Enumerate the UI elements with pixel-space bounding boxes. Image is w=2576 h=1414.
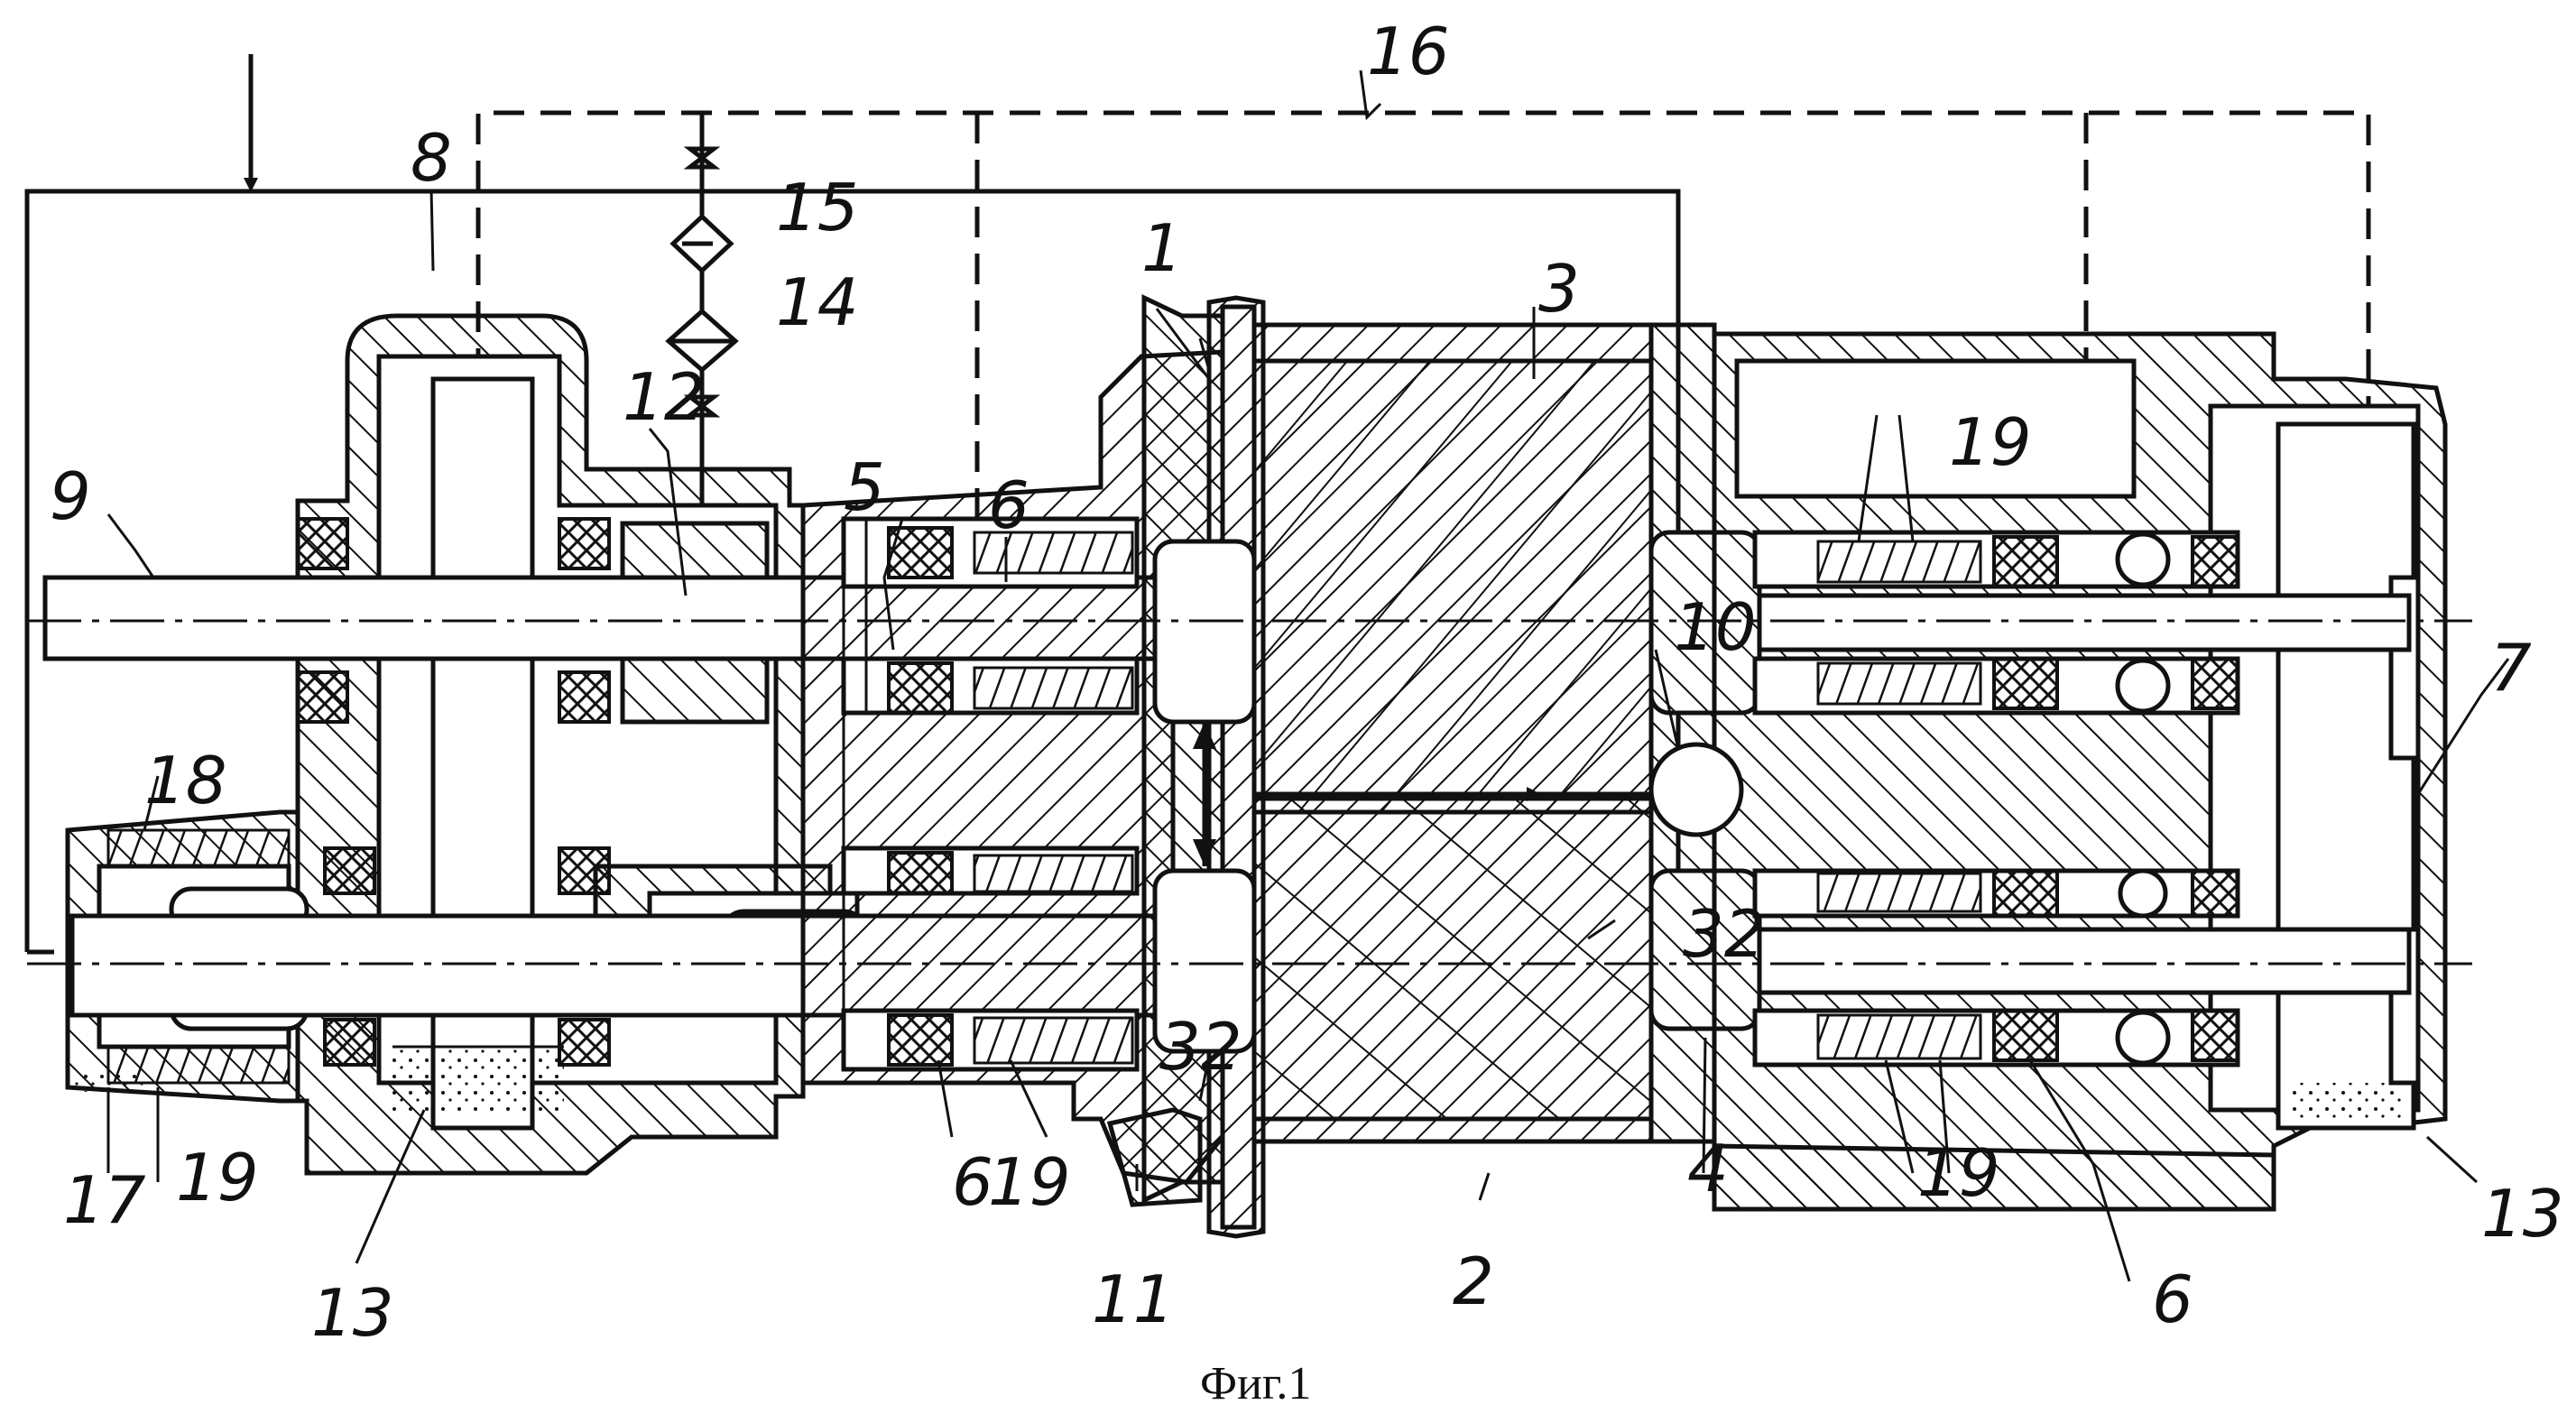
- label-6b: 6: [952, 1144, 993, 1220]
- label-19c: 19: [988, 1144, 1071, 1220]
- rotor-casing: [1144, 298, 1651, 1236]
- label-4: 4: [1687, 1131, 1729, 1206]
- label-3: 3: [1538, 251, 1580, 327]
- label-17: 17: [63, 1162, 146, 1238]
- label-32b: 32: [1159, 1009, 1242, 1085]
- label-2: 2: [1453, 1243, 1494, 1319]
- label-7: 7: [2490, 630, 2532, 706]
- label-18: 18: [144, 743, 227, 818]
- figure-caption: Фиг.1: [1200, 1358, 1311, 1409]
- label-13b: 13: [2481, 1176, 2564, 1252]
- label-13a: 13: [311, 1275, 394, 1351]
- label-19a: 19: [1949, 404, 2032, 480]
- label-9: 9: [50, 458, 91, 534]
- label-11: 11: [1092, 1262, 1175, 1337]
- label-15: 15: [776, 170, 859, 245]
- oil-channel-10: [1651, 744, 1741, 835]
- label-16: 16: [1367, 14, 1450, 89]
- label-12: 12: [623, 359, 706, 435]
- label-19b: 19: [176, 1140, 259, 1215]
- label-5: 5: [844, 449, 885, 525]
- label-10: 10: [1674, 589, 1757, 665]
- label-32a: 32: [1683, 896, 1766, 972]
- label-6a: 6: [988, 467, 1029, 543]
- label-8: 8: [411, 120, 452, 196]
- label-6c: 6: [2152, 1262, 2193, 1337]
- right-housing: [1651, 325, 2445, 1209]
- label-1: 1: [1141, 210, 1183, 286]
- label-14: 14: [776, 264, 859, 340]
- label-19d: 19: [1917, 1135, 2000, 1211]
